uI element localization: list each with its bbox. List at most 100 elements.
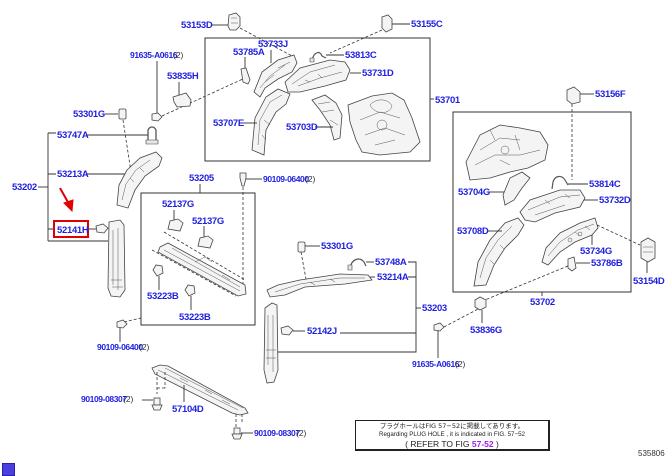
label-90109-06400-top[interactable]: 90109-06400 bbox=[263, 174, 310, 184]
label-90109-08307-right[interactable]: 90109-08307 bbox=[254, 428, 301, 438]
label-53836G[interactable]: 53836G bbox=[470, 325, 502, 336]
part-53703D[interactable] bbox=[311, 94, 343, 141]
part-53205-crossmember[interactable] bbox=[157, 242, 247, 297]
part-53747A[interactable] bbox=[145, 126, 159, 145]
part-53301G-mid[interactable] bbox=[297, 241, 306, 253]
part-53707E[interactable] bbox=[251, 88, 291, 156]
part-53734G[interactable] bbox=[541, 217, 599, 266]
part-53213A[interactable] bbox=[116, 151, 163, 209]
highlight-arrow-icon bbox=[59, 187, 74, 213]
part-53836G[interactable] bbox=[474, 296, 487, 311]
plug-hole-note: プラグホールはFIG 57−52に掲載してあります。 Regarding PLU… bbox=[355, 420, 550, 451]
part-90109-08307-bolt-right[interactable] bbox=[231, 427, 243, 440]
note-english: Regarding PLUG HOLE , it is indicated in… bbox=[379, 431, 525, 438]
label-57104D[interactable]: 57104D bbox=[172, 404, 204, 415]
part-53202-pillar[interactable] bbox=[107, 219, 126, 298]
part-53223B-2[interactable] bbox=[184, 284, 196, 297]
bracket-53203 bbox=[277, 261, 417, 353]
part-53813C[interactable] bbox=[309, 51, 327, 63]
label-53814C[interactable]: 53814C bbox=[589, 179, 621, 190]
part-57104D[interactable] bbox=[151, 364, 249, 416]
label-53703D[interactable]: 53703D bbox=[286, 122, 318, 133]
part-53835H[interactable] bbox=[172, 92, 192, 108]
label-91635-A0616-top[interactable]: 91635-A0616 bbox=[130, 50, 178, 60]
label-53213A[interactable]: 53213A bbox=[57, 169, 89, 180]
part-90109-06400-bolt-bottom[interactable] bbox=[116, 319, 128, 329]
part-53154D[interactable] bbox=[640, 237, 656, 263]
label-53154D[interactable]: 53154D bbox=[633, 276, 665, 287]
part-90109-08307-bolt-left[interactable] bbox=[151, 397, 163, 411]
label-53708D[interactable]: 53708D bbox=[457, 226, 489, 237]
label-53748A[interactable]: 53748A bbox=[375, 257, 407, 268]
label-53301G-top[interactable]: 53301G bbox=[73, 109, 105, 120]
part-53214A[interactable] bbox=[266, 273, 373, 298]
label-53301G-mid[interactable]: 53301G bbox=[321, 241, 353, 252]
label-53701[interactable]: 53701 bbox=[435, 95, 461, 106]
label-53835H[interactable]: 53835H bbox=[167, 71, 199, 82]
label-53704G[interactable]: 53704G bbox=[458, 187, 490, 198]
part-53704G[interactable] bbox=[502, 171, 531, 206]
part-91635-A0616-bolt-bottom[interactable] bbox=[433, 322, 445, 332]
part-53814C[interactable] bbox=[551, 175, 569, 190]
part-53731D[interactable] bbox=[284, 59, 351, 93]
label-52141H[interactable]: 52141H bbox=[57, 225, 89, 236]
label-53747A[interactable]: 53747A bbox=[57, 130, 89, 141]
label-53202[interactable]: 53202 bbox=[12, 182, 37, 193]
label-53786B[interactable]: 53786B bbox=[591, 258, 623, 269]
label-53734G[interactable]: 53734G bbox=[580, 246, 612, 257]
label-53702[interactable]: 53702 bbox=[530, 297, 555, 308]
refer-fig-link[interactable]: 57-52 bbox=[471, 439, 494, 449]
label-53731D[interactable]: 53731D bbox=[362, 68, 394, 79]
label-53223B-2[interactable]: 53223B bbox=[179, 312, 211, 323]
group-box-53701 bbox=[204, 37, 431, 162]
svg-text:(2): (2) bbox=[139, 342, 150, 352]
part-52137G-1[interactable] bbox=[167, 218, 184, 232]
label-52137G-1[interactable]: 52137G bbox=[162, 199, 194, 210]
part-53223B-1[interactable] bbox=[152, 264, 164, 277]
label-52137G-2[interactable]: 52137G bbox=[192, 216, 224, 227]
svg-text:(2): (2) bbox=[296, 428, 307, 438]
part-53785A[interactable] bbox=[240, 67, 251, 85]
group-box-53205 bbox=[140, 192, 256, 326]
part-53786B[interactable] bbox=[567, 256, 577, 272]
label-90109-08307-left[interactable]: 90109-08307 bbox=[81, 394, 128, 404]
label-91635-A0616-bottom[interactable]: 91635-A0616 bbox=[412, 359, 460, 369]
label-52142J[interactable]: 52142J bbox=[307, 326, 337, 337]
svg-text:(2): (2) bbox=[173, 50, 184, 60]
part-91635-A0616-bolt-top[interactable] bbox=[151, 112, 163, 122]
part-52137G-2[interactable] bbox=[197, 235, 214, 249]
label-53707E[interactable]: 53707E bbox=[213, 118, 244, 129]
part-53156F[interactable] bbox=[566, 86, 581, 105]
corner-toggle-button[interactable] bbox=[2, 463, 15, 476]
part-52142J[interactable] bbox=[280, 325, 294, 336]
label-53732D[interactable]: 53732D bbox=[599, 195, 631, 206]
label-53203[interactable]: 53203 bbox=[422, 303, 447, 314]
svg-text:(2): (2) bbox=[305, 174, 316, 184]
part-90109-06400-bolt-top[interactable] bbox=[239, 172, 247, 187]
part-53732D[interactable] bbox=[519, 189, 586, 223]
label-53785A[interactable]: 53785A bbox=[233, 47, 265, 58]
label-90109-06400-bottom[interactable]: 90109-06400 bbox=[97, 342, 144, 352]
label-53153D[interactable]: 53153D bbox=[181, 20, 213, 31]
label-53214A[interactable]: 53214A bbox=[377, 272, 409, 283]
note-japanese: プラグホールはFIG 57−52に掲載してあります。 bbox=[379, 422, 525, 430]
label-53813C[interactable]: 53813C bbox=[345, 50, 377, 61]
label-53156F[interactable]: 53156F bbox=[595, 89, 626, 100]
highlight-box-52141H bbox=[53, 220, 89, 238]
note-refer: ( REFER TO FIG 57-52 ) bbox=[405, 439, 499, 449]
label-53205[interactable]: 53205 bbox=[189, 173, 215, 184]
label-53733J[interactable]: 53733J bbox=[258, 39, 288, 50]
label-53223B-1[interactable]: 53223B bbox=[147, 291, 179, 302]
part-53203-pillar[interactable] bbox=[263, 302, 279, 384]
part-53701-apron[interactable] bbox=[347, 92, 421, 156]
part-53155C[interactable] bbox=[381, 14, 393, 33]
part-53301G-top[interactable] bbox=[118, 108, 127, 120]
svg-text:(2): (2) bbox=[455, 359, 466, 369]
part-53733J[interactable] bbox=[253, 54, 298, 98]
part-53702-apron[interactable] bbox=[465, 124, 549, 181]
part-52141H[interactable] bbox=[95, 223, 109, 234]
part-53708D[interactable] bbox=[473, 217, 525, 287]
part-53748A[interactable] bbox=[347, 258, 367, 271]
part-53153D[interactable] bbox=[227, 12, 241, 31]
label-53155C[interactable]: 53155C bbox=[411, 19, 443, 30]
